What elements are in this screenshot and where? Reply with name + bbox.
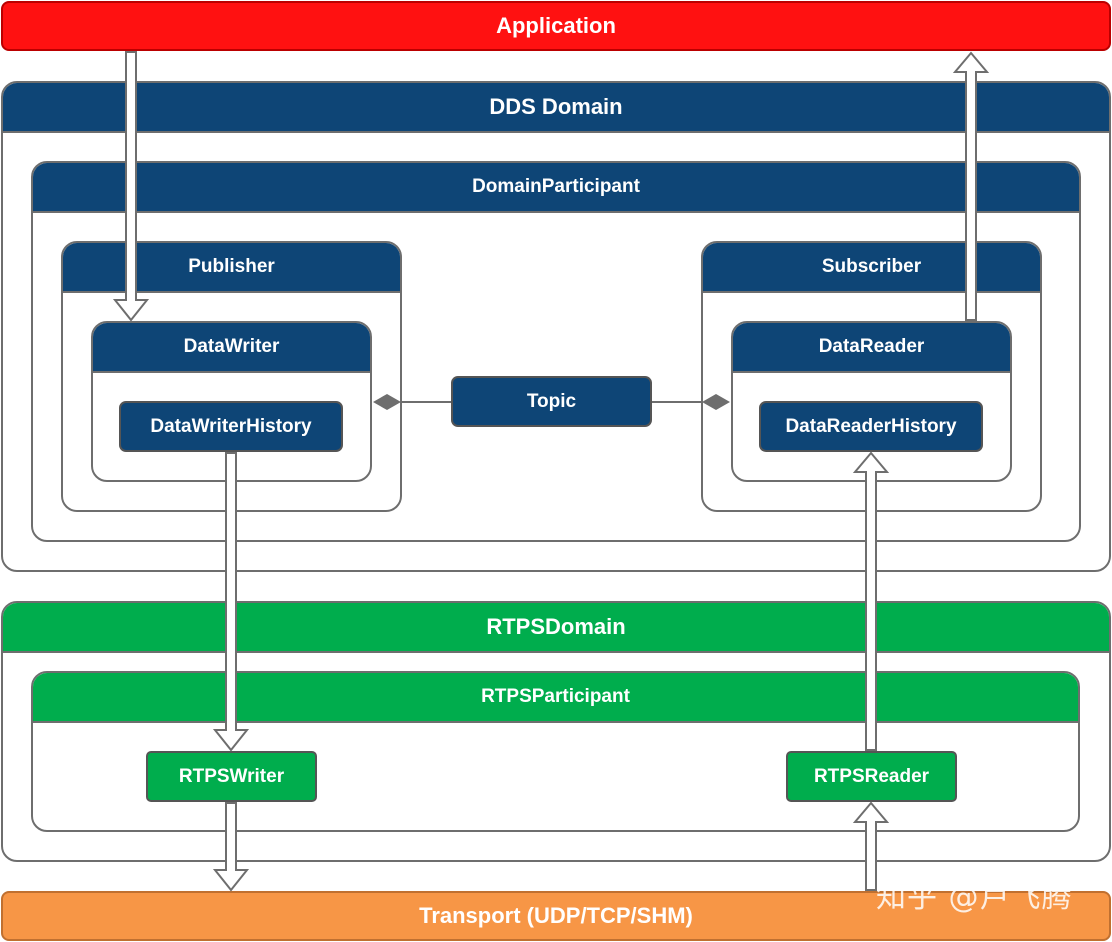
rtps-reader-box: RTPSReader	[786, 751, 957, 802]
data-writer-history-box: DataWriterHistory	[119, 401, 343, 452]
dds-domain-label: DDS Domain	[489, 94, 623, 119]
transport-label: Transport (UDP/TCP/SHM)	[419, 903, 693, 928]
application-label: Application	[496, 13, 616, 38]
rtps-domain-header: RTPSDomain	[3, 603, 1109, 653]
rtps-participant-label: RTPSParticipant	[481, 686, 630, 707]
publisher-header: Publisher	[63, 243, 400, 293]
data-writer-history-label: DataWriterHistory	[150, 415, 312, 437]
data-reader-header: DataReader	[733, 323, 1010, 373]
application-bar: Application	[1, 1, 1111, 51]
domain-participant-header: DomainParticipant	[33, 163, 1079, 213]
data-reader-label: DataReader	[818, 336, 925, 357]
data-writer-header: DataWriter	[93, 323, 370, 373]
data-writer-label: DataWriter	[183, 336, 280, 357]
watermark-text: 知乎 @卢飞腾	[876, 880, 1073, 915]
rtps-writer-box: RTPSWriter	[146, 751, 317, 802]
subscriber-label: Subscriber	[821, 256, 922, 277]
rtps-reader-label: RTPSReader	[813, 765, 930, 787]
data-reader-history-label: DataReaderHistory	[785, 415, 957, 437]
dds-domain-header: DDS Domain	[3, 83, 1109, 133]
rtps-domain-label: RTPSDomain	[486, 614, 626, 639]
subscriber-header: Subscriber	[703, 243, 1040, 293]
publisher-label: Publisher	[188, 256, 275, 277]
topic-box: Topic	[451, 376, 652, 427]
rtps-participant-header: RTPSParticipant	[33, 673, 1078, 723]
data-reader-history-box: DataReaderHistory	[759, 401, 983, 452]
domain-participant-label: DomainParticipant	[472, 176, 640, 197]
transport-bar: Transport (UDP/TCP/SHM)	[1, 891, 1111, 941]
rtps-writer-label: RTPSWriter	[178, 765, 285, 787]
topic-label: Topic	[526, 390, 577, 412]
